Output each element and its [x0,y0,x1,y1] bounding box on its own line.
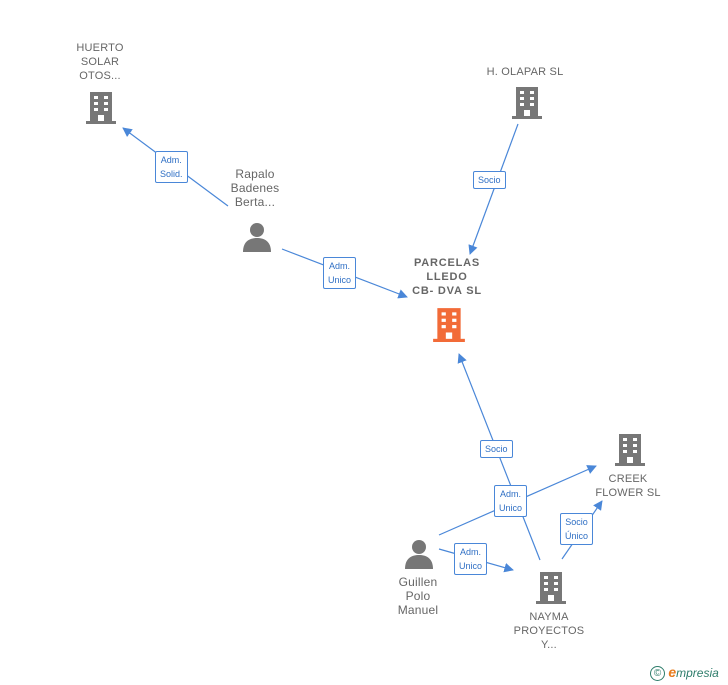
node-label-rapalo: Rapalo Badenes Berta... [230,167,280,209]
person-icon[interactable] [404,539,434,569]
node-label-creek: CREEK FLOWER SL [595,473,661,499]
node-label-parcelas: PARCELAS LLEDO CB- DVA SL [412,257,482,297]
brand-initial: e [668,664,677,680]
node-label-nayma: NAYMA PROYECTOS Y... [513,611,585,651]
person-icon[interactable] [242,222,272,252]
node-label-olapar: H. OLAPAR SL [486,66,564,78]
footer-brand: © empresia [650,664,719,682]
building-icon[interactable] [512,85,542,119]
copyright-icon: © [650,666,665,682]
edge-label-nayma-creek[interactable]: Socio Único [560,513,594,545]
node-label-huerto: HUERTO SOLAR OTOS... [76,42,124,82]
edge-olapar-parcelas [468,123,519,255]
edge-label-rapalo-huerto[interactable]: Adm. Solid. [155,151,188,183]
building-icon[interactable] [536,570,566,604]
edge-label-rapalo-parcelas[interactable]: Adm. Unico [323,257,357,289]
building-icon[interactable] [615,432,645,466]
edge-label-olapar-parcelas[interactable]: Socio [473,171,506,189]
building-icon[interactable] [86,90,116,124]
edge-label-nayma-parcelas[interactable]: Socio [480,440,513,458]
brand-name: mpresia [676,666,719,680]
node-label-guillen: Guillen Polo Manuel [397,575,439,617]
edge-label-guillen-creek[interactable]: Adm. Unico [494,485,528,517]
edge-label-guillen-nayma[interactable]: Adm. Unico [454,543,488,575]
building-icon[interactable] [433,306,465,342]
